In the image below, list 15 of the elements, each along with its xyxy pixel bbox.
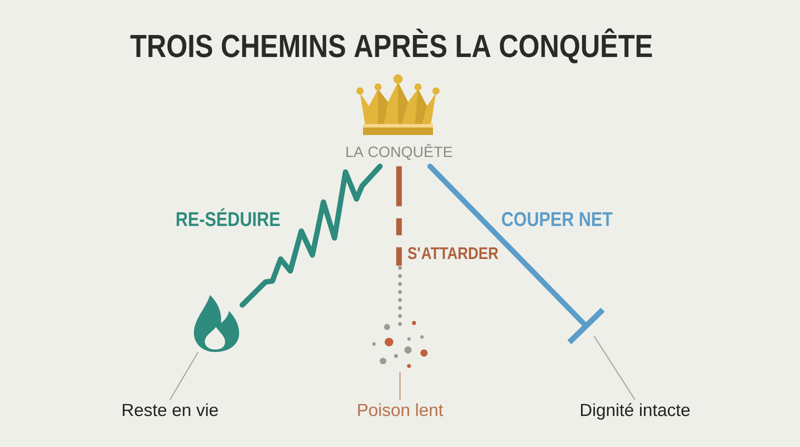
edge-label: RE-SÉDUIRE [174,206,282,228]
node-label: Poison lent [358,403,444,416]
node-label: Reste en vie [122,403,218,416]
leader-line [399,372,401,400]
zigzag-line [240,164,383,308]
leader-line [170,352,198,400]
node-label: LA CONQUÊTE [346,144,452,160]
edge-label: COUPER NET [499,210,615,228]
dashed-line [396,166,402,266]
flame-icon [194,295,240,352]
node-label: Dignité intacte [581,403,690,420]
edge-label: S'ATTARDER [406,245,500,262]
particle-cloud-drawing [372,266,428,368]
title: TROIS CHEMINS APRÈS LA CONQUÊTE [130,28,652,64]
leader-line [594,336,636,400]
